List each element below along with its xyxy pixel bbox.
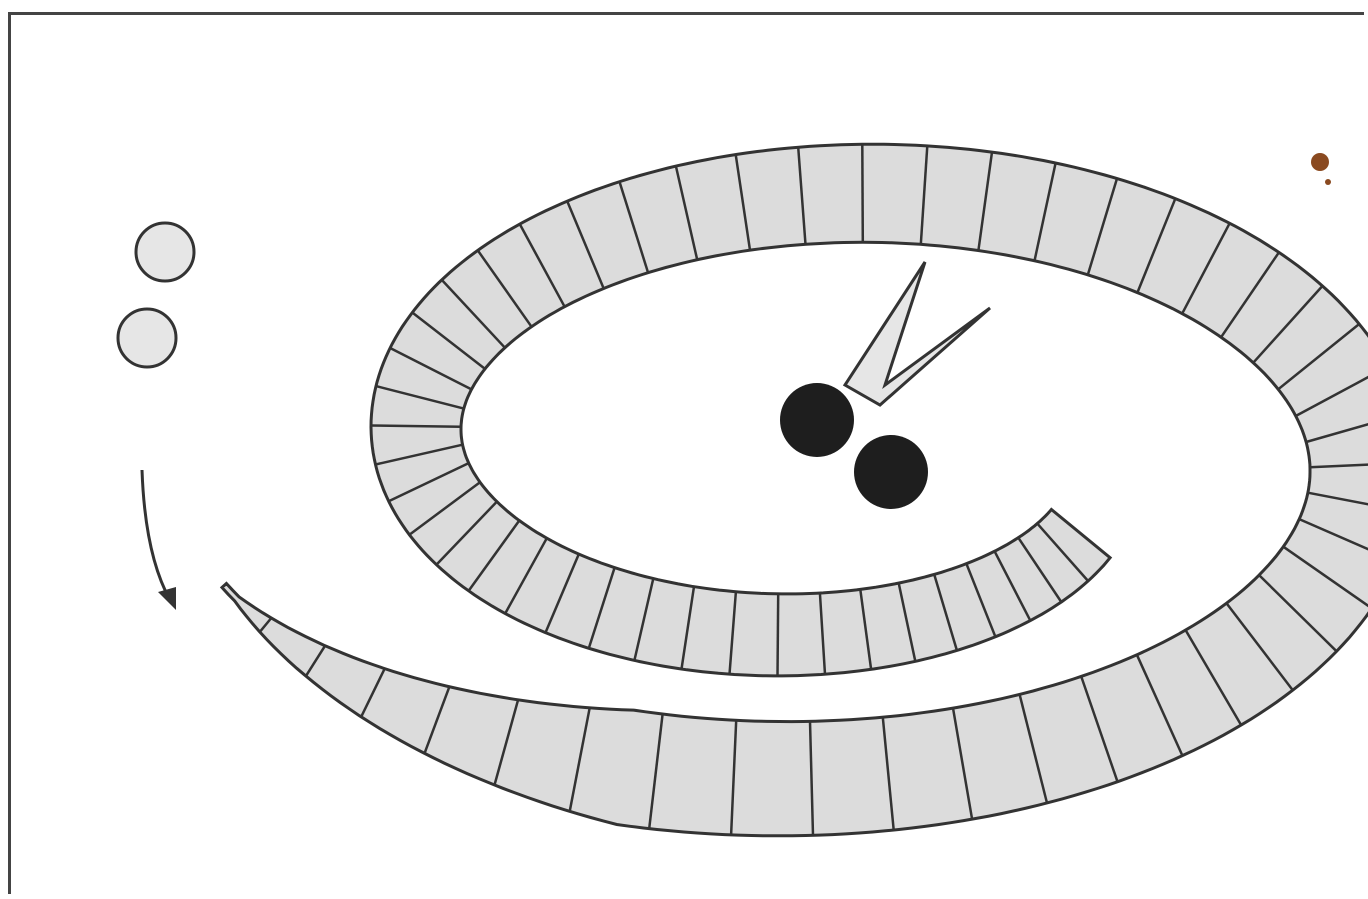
start-counter-2[interactable] [118, 309, 176, 367]
stain-mark [1311, 153, 1331, 185]
finish-counter-2[interactable] [854, 435, 928, 509]
track-body [222, 144, 1368, 836]
track-space-divider [862, 144, 863, 242]
direction-arrow-icon [142, 470, 170, 600]
track-space-divider [371, 426, 461, 427]
start-counter-1[interactable] [136, 223, 194, 281]
forked-tongue [845, 262, 990, 405]
track-space-divider [778, 594, 779, 676]
spiral-track [222, 144, 1368, 836]
arrow-head-icon [158, 587, 176, 610]
finish-counter-1[interactable] [780, 383, 854, 457]
